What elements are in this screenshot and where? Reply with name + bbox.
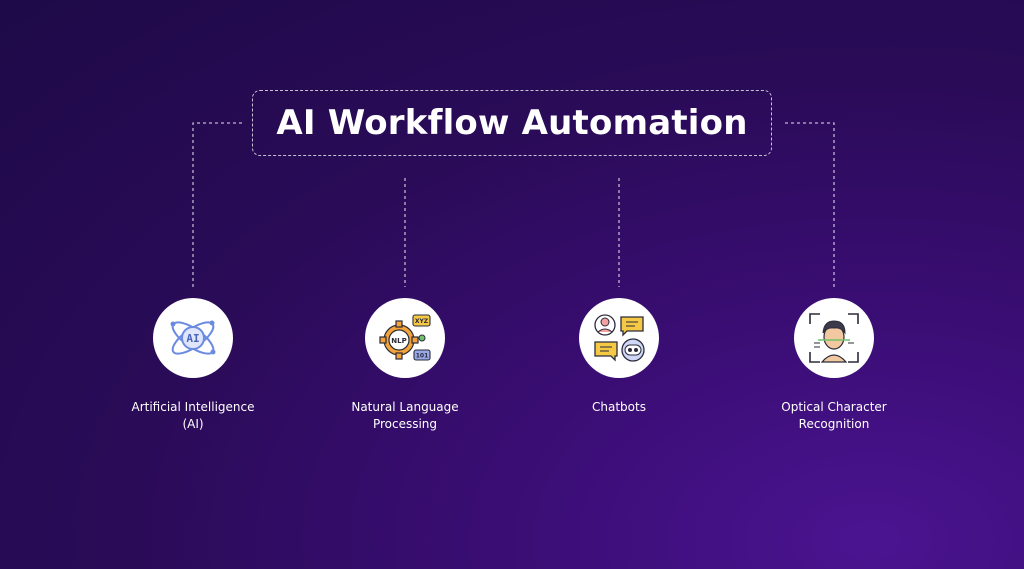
label-ai: Artificial Intelligence (AI) [103, 399, 283, 433]
nlp-gear-icon: NLP XYZ 101 [379, 314, 431, 361]
label-nlp: Natural Language Processing [315, 399, 495, 433]
xyz-icon-text: XYZ [415, 318, 429, 325]
label-ocr-line1: Optical Character [781, 400, 887, 414]
label-nlp-line1: Natural Language [351, 400, 459, 414]
connector-ocr [785, 122, 835, 287]
title-box: AI Workflow Automation [252, 90, 772, 156]
ai-atom-icon: AI [170, 320, 216, 355]
label-nlp-line2: Processing [372, 417, 438, 431]
label-chatbots-line1: Chatbots [592, 400, 646, 414]
face-scan-icon [809, 313, 859, 363]
node-ai: AI [153, 298, 233, 378]
ai-icon-text: AI [186, 332, 199, 345]
label-ocr-line2: Recognition [798, 417, 870, 431]
binary-icon-text: 101 [416, 353, 429, 360]
nlp-icon-text: NLP [391, 337, 406, 345]
label-ocr: Optical Character Recognition [744, 399, 924, 433]
node-ocr [794, 298, 874, 378]
label-ai-line1: Artificial Intelligence [131, 400, 255, 414]
node-nlp: NLP XYZ 101 [365, 298, 445, 378]
connector-ai [192, 122, 242, 287]
label-chatbots: Chatbots [529, 399, 709, 416]
diagram-title: AI Workflow Automation [276, 103, 748, 143]
node-chatbots [579, 298, 659, 378]
label-ai-line2: (AI) [182, 417, 204, 431]
chatbot-icon [594, 314, 645, 362]
